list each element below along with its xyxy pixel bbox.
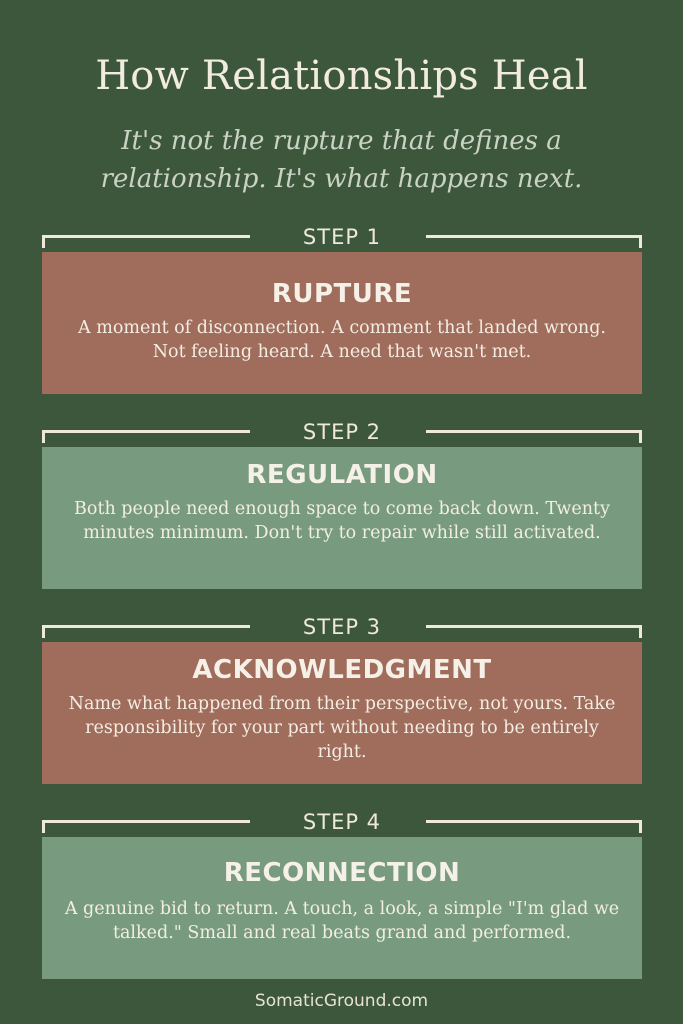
step-4-body: A genuine bid to return. A touch, a look… (64, 899, 620, 943)
step-2-label: STEP 2 (302, 420, 382, 444)
step-4-header: STEP 4 (42, 810, 642, 834)
step-1-header: STEP 1 (42, 225, 642, 249)
step-2-heading: REGULATION (246, 460, 438, 490)
step-4-card: RECONNECTION A genuine bid to return. A … (42, 837, 642, 979)
step-1-body: A moment of disconnection. A comment tha… (78, 318, 606, 362)
step-2-card: REGULATION Both people need enough space… (42, 447, 642, 589)
step-1-card: RUPTURE A moment of disconnection. A com… (42, 252, 642, 394)
step-2-body: Both people need enough space to come ba… (74, 499, 610, 543)
page-title: How Relationships Heal (95, 53, 588, 99)
step-bracket (42, 228, 642, 248)
step-bracket (42, 813, 642, 833)
footer-website: SomaticGround.com (254, 991, 429, 1011)
step-1-label: STEP 1 (302, 225, 382, 249)
step-4-label: STEP 4 (302, 810, 382, 834)
step-4-heading: RECONNECTION (223, 858, 461, 888)
step-2-header: STEP 2 (42, 420, 642, 444)
step-3-heading: ACKNOWLEDGMENT (192, 655, 492, 685)
step-1-heading: RUPTURE (271, 279, 413, 309)
step-bracket (42, 618, 642, 638)
step-3-card: ACKNOWLEDGMENT Name what happened from t… (42, 642, 642, 784)
step-3-label: STEP 3 (302, 615, 382, 639)
step-bracket (42, 423, 642, 443)
step-3-body: Name what happened from their perspectiv… (68, 694, 616, 762)
page-subtitle: It's not the rupture that defines a rela… (100, 126, 583, 194)
step-3-header: STEP 3 (42, 615, 642, 639)
